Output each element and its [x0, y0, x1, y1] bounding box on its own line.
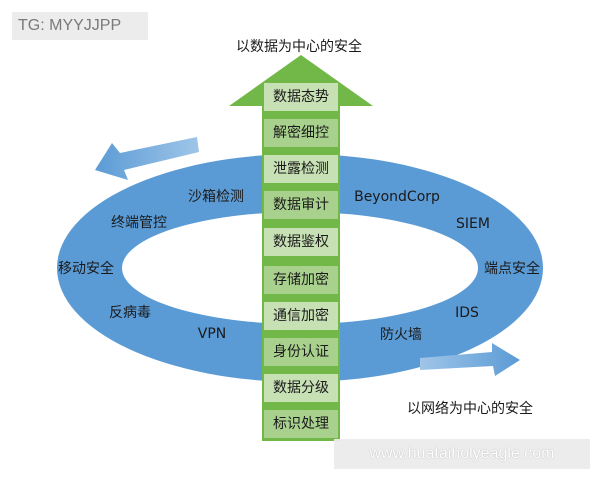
- stack-label-data-audit: 数据审计: [273, 197, 329, 213]
- stack-label-identity-auth: 身份认证: [273, 344, 329, 360]
- stack-block: [264, 83, 338, 111]
- stack-block: [264, 119, 338, 147]
- stack-label-leak-detection: 泄露检测: [273, 161, 329, 177]
- ring-label-siem: SIEM: [456, 216, 490, 232]
- ring-label-mobile: 移动安全: [58, 261, 114, 277]
- stack-label-comm-encryption: 通信加密: [273, 308, 329, 324]
- bottom-title: 以网络为中心的安全: [407, 401, 533, 417]
- security-ring: [57, 154, 543, 382]
- stack-label-data-auth: 数据鉴权: [273, 234, 329, 250]
- stack-label-tag-processing: 标识处理: [273, 416, 329, 432]
- ring-label-sandbox: 沙箱检测: [188, 189, 244, 205]
- stack-block: [264, 374, 338, 402]
- stack-block: [264, 410, 338, 438]
- tg-watermark: TG: MYYJJPP: [12, 12, 148, 40]
- top-title: 以数据为中心的安全: [236, 39, 362, 55]
- stack-block: [264, 191, 338, 219]
- stack-label-storage-encryption: 存储加密: [273, 272, 329, 288]
- stack-label-data-posture: 数据态势: [273, 89, 329, 105]
- ring-label-vpn: VPN: [197, 326, 227, 342]
- stack-blocks: [264, 83, 338, 438]
- stack-label-data-classification: 数据分级: [273, 380, 329, 396]
- stack-block: [264, 338, 338, 366]
- ring-label-terminal: 终端管控: [111, 215, 167, 231]
- stack-label-decrypt-control: 解密细控: [273, 125, 329, 141]
- ring-label-firewall: 防火墙: [380, 327, 422, 343]
- stack-block: [264, 155, 338, 183]
- stack-block: [264, 266, 338, 294]
- flow-arrow-top-left: [95, 137, 199, 180]
- ring-label-beyondcorp: BeyondCorp: [354, 189, 440, 205]
- stack-block: [264, 228, 338, 256]
- stack-block: [264, 302, 338, 330]
- ring-label-antivirus: 反病毒: [109, 305, 151, 321]
- ring-label-ids: IDS: [455, 305, 479, 321]
- url-watermark: www.huataiholyeagle.com: [334, 439, 590, 469]
- flow-arrow-bottom-right: [420, 343, 520, 376]
- ring-label-endpoint: 端点安全: [484, 261, 540, 277]
